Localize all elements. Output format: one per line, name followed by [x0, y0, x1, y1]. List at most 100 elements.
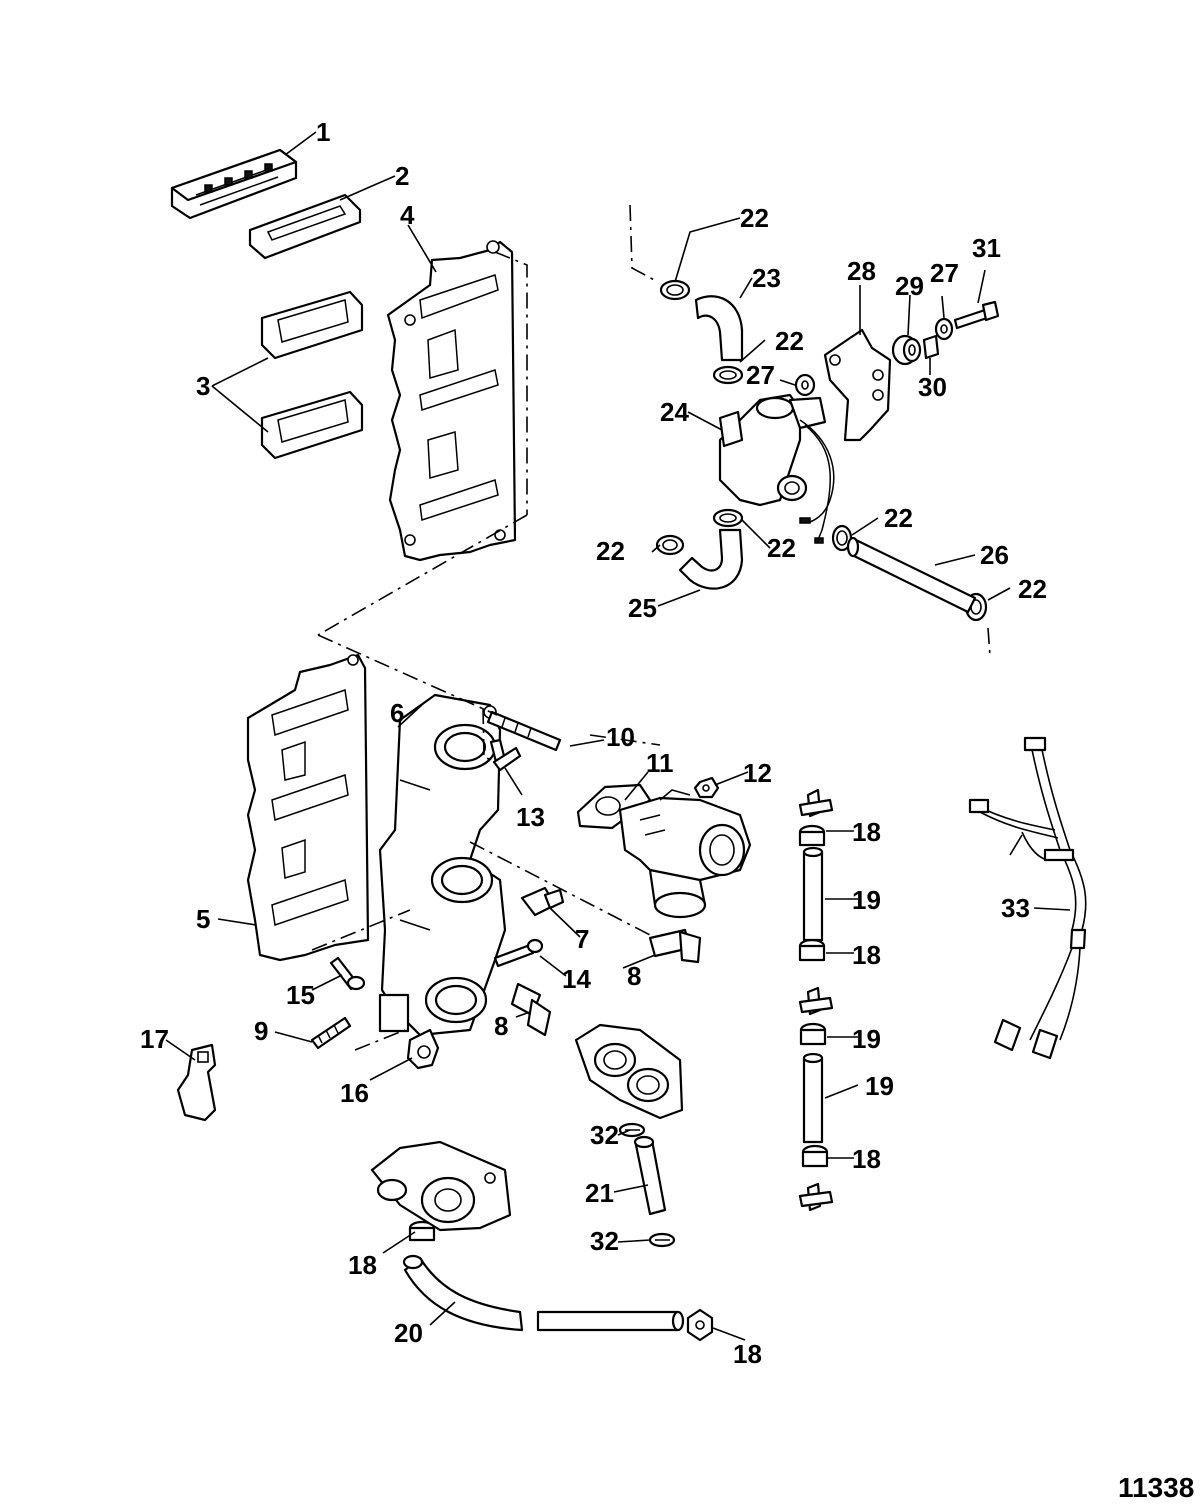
bolt-14-part [493, 938, 544, 968]
hose-clamp-lower-part [648, 1232, 676, 1248]
screw-31-part [953, 300, 1000, 330]
figure-number: 11338 [1118, 1472, 1194, 1503]
callout-22-f: 22 [1018, 574, 1047, 604]
elbow-hose-25-part [678, 528, 744, 590]
valve-housing-part [718, 393, 835, 544]
callout-5: 5 [196, 904, 210, 934]
callout-24: 24 [660, 397, 689, 427]
carburetor-part [576, 783, 752, 919]
callout-10: 10 [606, 722, 635, 752]
callout-19-a: 19 [852, 885, 881, 915]
assembly-dash-lines [311, 204, 991, 1051]
reed-gasket-part [248, 193, 362, 260]
hose-clamp-22d-part [712, 508, 744, 528]
callout-18-e: 18 [733, 1339, 762, 1369]
callout-18-a: 18 [852, 817, 881, 847]
bypass-cover-part [574, 1023, 684, 1120]
callout-9: 9 [254, 1016, 268, 1046]
reed-block-part [170, 148, 298, 220]
small-fitting-part [520, 886, 565, 917]
callout-22-e: 22 [884, 503, 913, 533]
callout-13: 13 [516, 802, 545, 832]
callout-27-a: 27 [746, 360, 775, 390]
callout-22-c: 22 [596, 536, 625, 566]
long-fuel-hose-part [402, 1254, 685, 1332]
callout-23: 23 [752, 263, 781, 293]
callout-8-upper: 8 [627, 961, 641, 991]
fuel-tee-middle-part [798, 986, 834, 1016]
callout-28: 28 [847, 256, 876, 286]
callout-32-b: 32 [590, 1226, 619, 1256]
callout-19-c: 19 [865, 1071, 894, 1101]
short-hose-21-part [633, 1135, 667, 1216]
washer-27b-part [934, 317, 954, 341]
callout-33: 33 [1001, 893, 1030, 923]
callout-2: 2 [395, 161, 409, 191]
callout-16: 16 [340, 1078, 369, 1108]
fuel-tee-upper-part [798, 788, 834, 818]
callout-14: 14 [562, 964, 591, 994]
callout-22-a: 22 [740, 203, 769, 233]
hose-clamp-upper-part [618, 1122, 646, 1138]
callout-21: 21 [585, 1178, 614, 1208]
elbow-fitting-lower-part [510, 982, 552, 1037]
elbow-fitting-upper-part [648, 928, 702, 964]
hose-clamp-22b-part [712, 365, 744, 385]
fuel-hose-upper-part [802, 846, 824, 942]
callout-18-b: 18 [852, 940, 881, 970]
hose-clamp-22c-part [655, 534, 685, 556]
elbow-hose-23-part [694, 295, 744, 362]
hose-clamp-22a-part [659, 279, 691, 301]
callout-1: 1 [316, 117, 330, 147]
callout-18-d: 18 [348, 1250, 377, 1280]
callout-22-b: 22 [775, 326, 804, 356]
bracket-28-part [823, 328, 892, 442]
callout-labels: 1 2 3 4 5 6 7 8 8 9 10 11 12 13 14 15 16… [140, 117, 1194, 1503]
callout-22-d: 22 [767, 533, 796, 563]
callout-25: 25 [628, 593, 657, 623]
washer-27a-part [794, 373, 816, 397]
callout-6: 6 [390, 698, 404, 728]
callout-12: 12 [743, 758, 772, 788]
callout-19-b: 19 [852, 1024, 881, 1054]
callout-17: 17 [140, 1024, 169, 1054]
leader-lines [165, 131, 1071, 1341]
fuel-tee-lower-part [798, 1182, 834, 1212]
manifold-gasket-part [246, 653, 370, 962]
stud-part [310, 1016, 352, 1050]
callout-29: 29 [895, 271, 924, 301]
callout-30: 30 [918, 372, 947, 402]
strap-17-part [176, 1043, 217, 1122]
hose-coupler-a-part [798, 824, 826, 847]
bolt-15-part [329, 956, 366, 991]
clamp-16-part [406, 1028, 440, 1070]
hose-coupler-d-part [408, 1220, 436, 1242]
callout-27-b: 27 [930, 258, 959, 288]
callout-31: 31 [972, 233, 1001, 263]
callout-26: 26 [980, 540, 1009, 570]
straight-hose-26-part [846, 536, 977, 614]
bolt-13-part [489, 738, 522, 772]
wire-harness-part [968, 736, 1087, 1060]
nut-part [693, 776, 720, 799]
callout-15: 15 [286, 980, 315, 1010]
hose-coupler-e-part [686, 1308, 714, 1342]
callout-18-c: 18 [852, 1144, 881, 1174]
long-stud-part [486, 710, 562, 752]
callout-32-a: 32 [590, 1120, 619, 1150]
grommet-29-part [891, 334, 922, 366]
callout-7: 7 [575, 924, 589, 954]
intake-plate-part [386, 240, 517, 562]
callout-4: 4 [400, 200, 415, 230]
hose-coupler-c-part [801, 1144, 829, 1168]
callout-20: 20 [394, 1318, 423, 1348]
hose-coupler-b-part [798, 938, 826, 962]
gasket-pair-part [260, 290, 364, 460]
callout-11: 11 [646, 748, 674, 778]
callout-8-lower: 8 [494, 1011, 508, 1041]
fuel-hose-lower-part [802, 1052, 824, 1144]
fuel-pump-part [370, 1140, 512, 1232]
sleeve-30-part [922, 334, 940, 360]
fuel-hose-short-part [799, 1022, 827, 1046]
